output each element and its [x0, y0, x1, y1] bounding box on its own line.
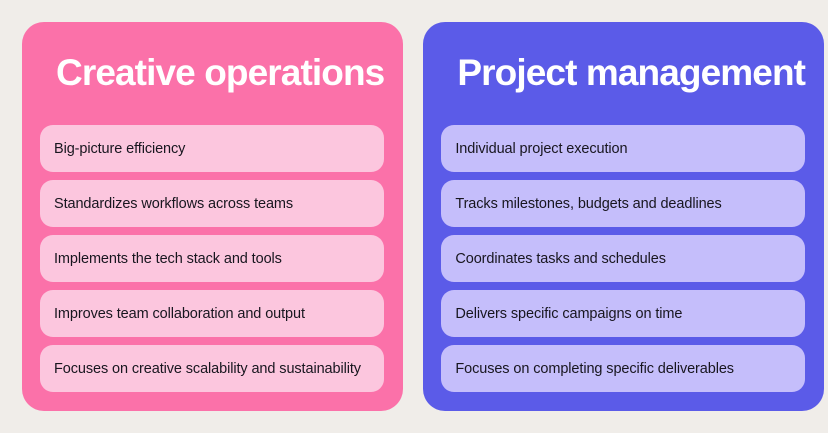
feature-list-project-management: Individual project execution Tracks mile…: [441, 125, 806, 392]
list-item: Standardizes workflows across teams: [40, 180, 385, 227]
list-item: Big-picture efficiency: [40, 125, 385, 172]
list-item: Tracks milestones, budgets and deadlines: [441, 180, 806, 227]
list-item: Focuses on completing specific deliverab…: [441, 345, 806, 392]
card-title-project-management: Project management: [457, 52, 806, 93]
list-item: Improves team collaboration and output: [40, 290, 385, 337]
card-project-management: Project management Individual project ex…: [423, 22, 825, 411]
list-item: Individual project execution: [441, 125, 806, 172]
list-item: Implements the tech stack and tools: [40, 235, 385, 282]
list-item: Delivers specific campaigns on time: [441, 290, 806, 337]
list-item: Focuses on creative scalability and sust…: [40, 345, 385, 392]
card-creative-operations: Creative operations Big-picture efficien…: [22, 22, 404, 411]
card-title-creative-operations: Creative operations: [56, 52, 385, 93]
feature-list-creative-operations: Big-picture efficiency Standardizes work…: [40, 125, 385, 392]
list-item: Coordinates tasks and schedules: [441, 235, 806, 282]
